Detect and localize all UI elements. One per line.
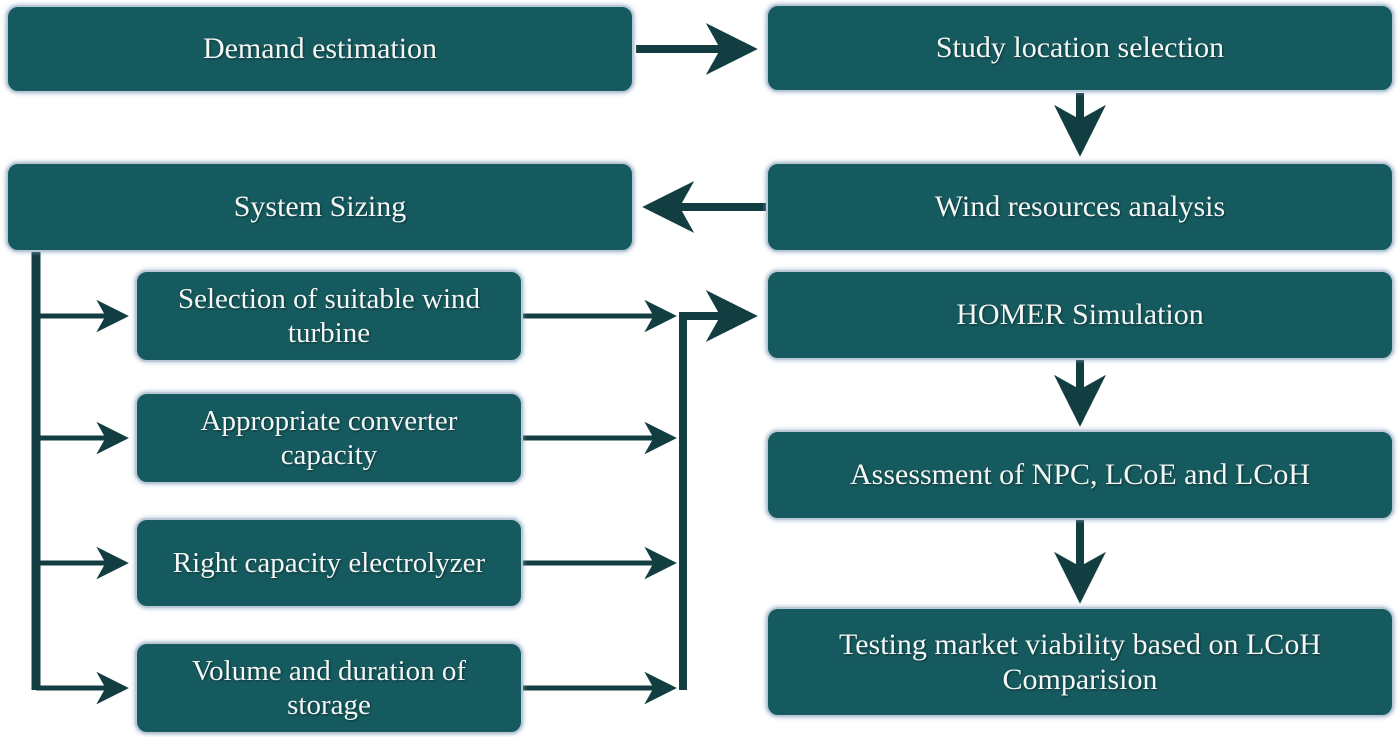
- node-selection-of-suitable-wind-turbine: Selection of suitable wind turbine: [135, 270, 523, 362]
- node-testing-market-viability: Testing market viability based on LCoH C…: [766, 607, 1394, 717]
- node-volume-and-duration-of-storage-label: Volume and duration of storage: [191, 654, 467, 721]
- node-volume-and-duration-of-storage: Volume and duration of storage: [135, 642, 523, 734]
- node-wind-resources-analysis: Wind resources analysis: [766, 162, 1394, 252]
- node-study-location-selection-label: Study location selection: [935, 31, 1225, 65]
- node-demand-estimation-label: Demand estimation: [202, 32, 438, 66]
- node-right-capacity-electrolyzer-label: Right capacity electrolyzer: [172, 546, 486, 579]
- node-selection-of-suitable-wind-turbine-label: Selection of suitable wind turbine: [177, 282, 481, 349]
- node-homer-simulation-label: HOMER Simulation: [956, 298, 1204, 332]
- node-homer-simulation: HOMER Simulation: [766, 270, 1394, 360]
- node-right-capacity-electrolyzer: Right capacity electrolyzer: [135, 518, 523, 608]
- node-assessment-npc-lcoe-lcoh-label: Assessment of NPC, LCoE and LCoH: [850, 458, 1310, 492]
- node-testing-market-viability-label: Testing market viability based on LCoH C…: [839, 627, 1321, 696]
- node-wind-resources-analysis-label: Wind resources analysis: [934, 190, 1226, 224]
- node-system-sizing: System Sizing: [6, 162, 634, 252]
- node-appropriate-converter-capacity-label: Appropriate converter capacity: [200, 404, 458, 471]
- node-appropriate-converter-capacity: Appropriate converter capacity: [135, 392, 523, 484]
- node-study-location-selection: Study location selection: [766, 4, 1394, 92]
- node-system-sizing-label: System Sizing: [233, 190, 407, 224]
- node-demand-estimation: Demand estimation: [6, 5, 634, 93]
- node-assessment-npc-lcoe-lcoh: Assessment of NPC, LCoE and LCoH: [766, 430, 1394, 520]
